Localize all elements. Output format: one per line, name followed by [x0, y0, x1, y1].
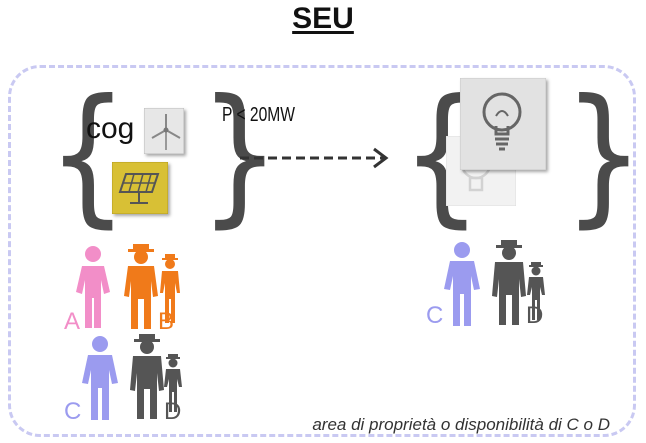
light-bulb-icon	[460, 78, 546, 170]
dashed-arrow-icon	[240, 147, 389, 169]
person-c-icon	[82, 336, 118, 420]
producer-label: cog	[86, 112, 135, 145]
power-limit-label: P < 20MW	[222, 104, 295, 126]
party-d-label: D	[164, 398, 182, 425]
producer-right-brace: }	[199, 68, 281, 242]
ownership-area	[8, 65, 636, 437]
party-d-label: D	[526, 302, 544, 329]
party-c-label: C	[64, 398, 82, 425]
person-a-icon	[76, 246, 110, 328]
person-d-adult-icon	[130, 334, 164, 419]
consumer-right-brace: }	[563, 68, 645, 242]
wind-turbine-icon	[144, 108, 184, 154]
party-b-label: B	[158, 308, 175, 335]
person-d-adult-icon	[492, 240, 526, 325]
solar-panel-icon	[112, 162, 168, 214]
person-b-adult-icon	[124, 244, 158, 329]
person-b-child-icon	[160, 254, 180, 323]
diagram-title: SEU	[292, 2, 354, 35]
person-d-child-icon	[164, 354, 182, 412]
person-c-icon	[444, 242, 480, 326]
party-c-label: C	[426, 302, 444, 329]
ownership-area-label: area di proprietà o disponibilità di C o…	[312, 415, 610, 434]
person-d-child-icon	[527, 262, 545, 320]
party-a-label: A	[64, 308, 81, 335]
